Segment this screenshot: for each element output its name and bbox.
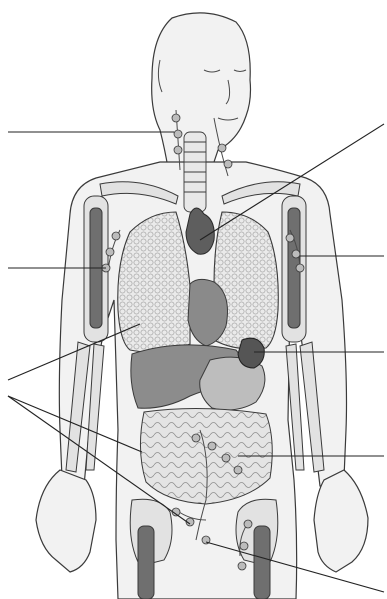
right-hand — [314, 470, 368, 572]
cervical-node — [174, 130, 182, 138]
axillary-node — [296, 264, 304, 272]
trachea — [184, 132, 206, 212]
mesenteric-node — [208, 442, 216, 450]
axillary-node — [292, 250, 300, 258]
cervical-node — [172, 114, 180, 122]
mesenteric-node — [234, 466, 242, 474]
left-hand — [36, 470, 96, 572]
cervical-node — [218, 144, 226, 152]
inguinal-node — [238, 562, 246, 570]
axillary-node — [112, 232, 120, 240]
inguinal-node — [240, 542, 248, 550]
axillary-node — [106, 248, 114, 256]
mesenteric-node — [192, 434, 200, 442]
mesenteric-node — [222, 454, 230, 462]
spleen — [238, 338, 264, 368]
axillary-node — [286, 234, 294, 242]
inguinal-node — [244, 520, 252, 528]
cervical-node — [174, 146, 182, 154]
cervical-node — [224, 160, 232, 168]
